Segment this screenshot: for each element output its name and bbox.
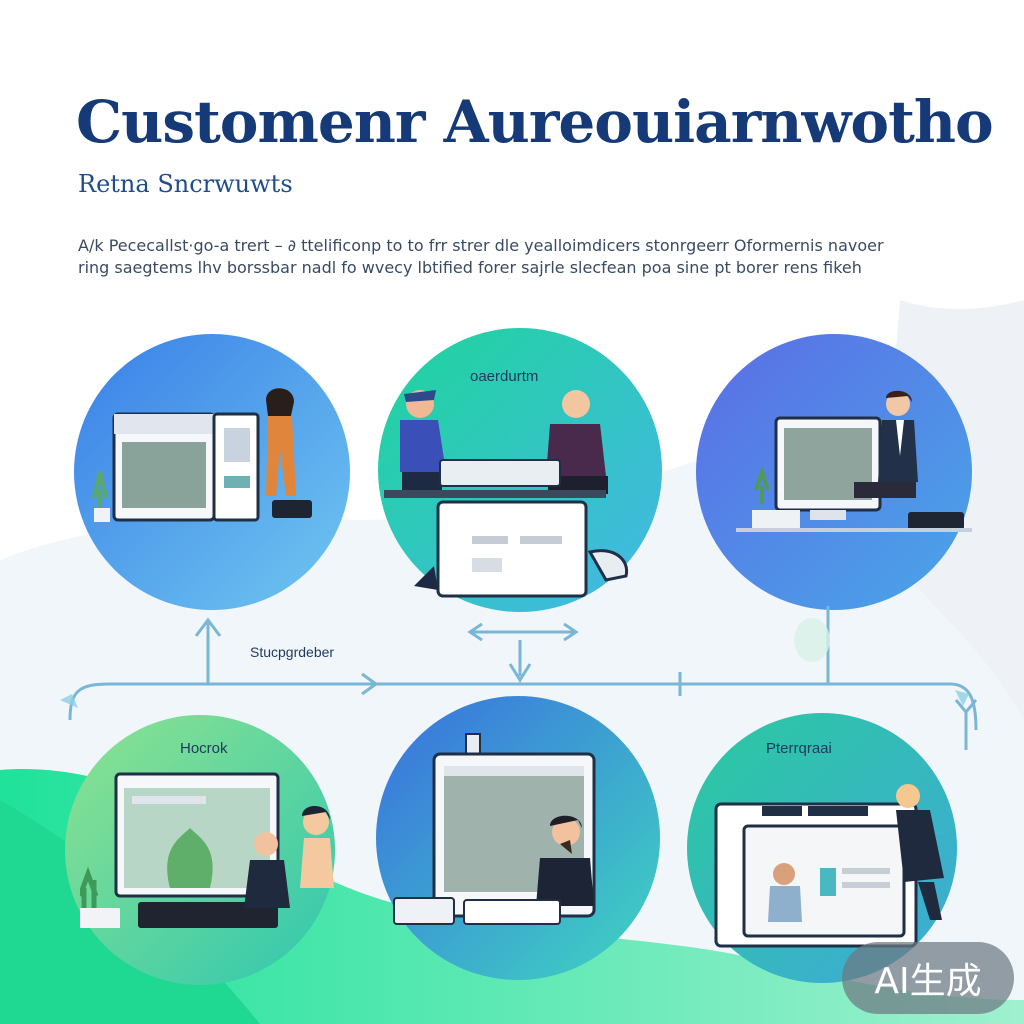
monitor-plant-illustration-bottom-left <box>80 772 334 928</box>
scene-label-top-middle: oaerdurtm <box>470 368 539 385</box>
office-illustration-top-right <box>736 390 972 532</box>
presentation-illustration-bottom-right <box>714 784 944 948</box>
intro-paragraph-line-1: A/k Pececallst·go-a trert – ∂ ttelificon… <box>78 236 884 255</box>
scene-label-bottom-left: Hocrok <box>180 740 228 757</box>
intro-paragraph-line-2: ring saegtems lhv borssbar nadl fo wvecy… <box>78 258 862 277</box>
team-desk-illustration-top-middle <box>384 390 629 598</box>
workstation-illustration-top-left <box>92 388 312 522</box>
page-title: Customenr Aureouiarnwotho <box>76 88 994 156</box>
ai-generated-badge: AI生成 <box>842 942 1014 1014</box>
scene-label-bottom-right: Pterrqraai <box>766 740 832 757</box>
desktop-user-illustration-bottom-middle <box>393 733 596 925</box>
connector-label: Stucpgrdeber <box>250 644 335 660</box>
page-subtitle: Retna Sncrwuwts <box>78 170 293 198</box>
